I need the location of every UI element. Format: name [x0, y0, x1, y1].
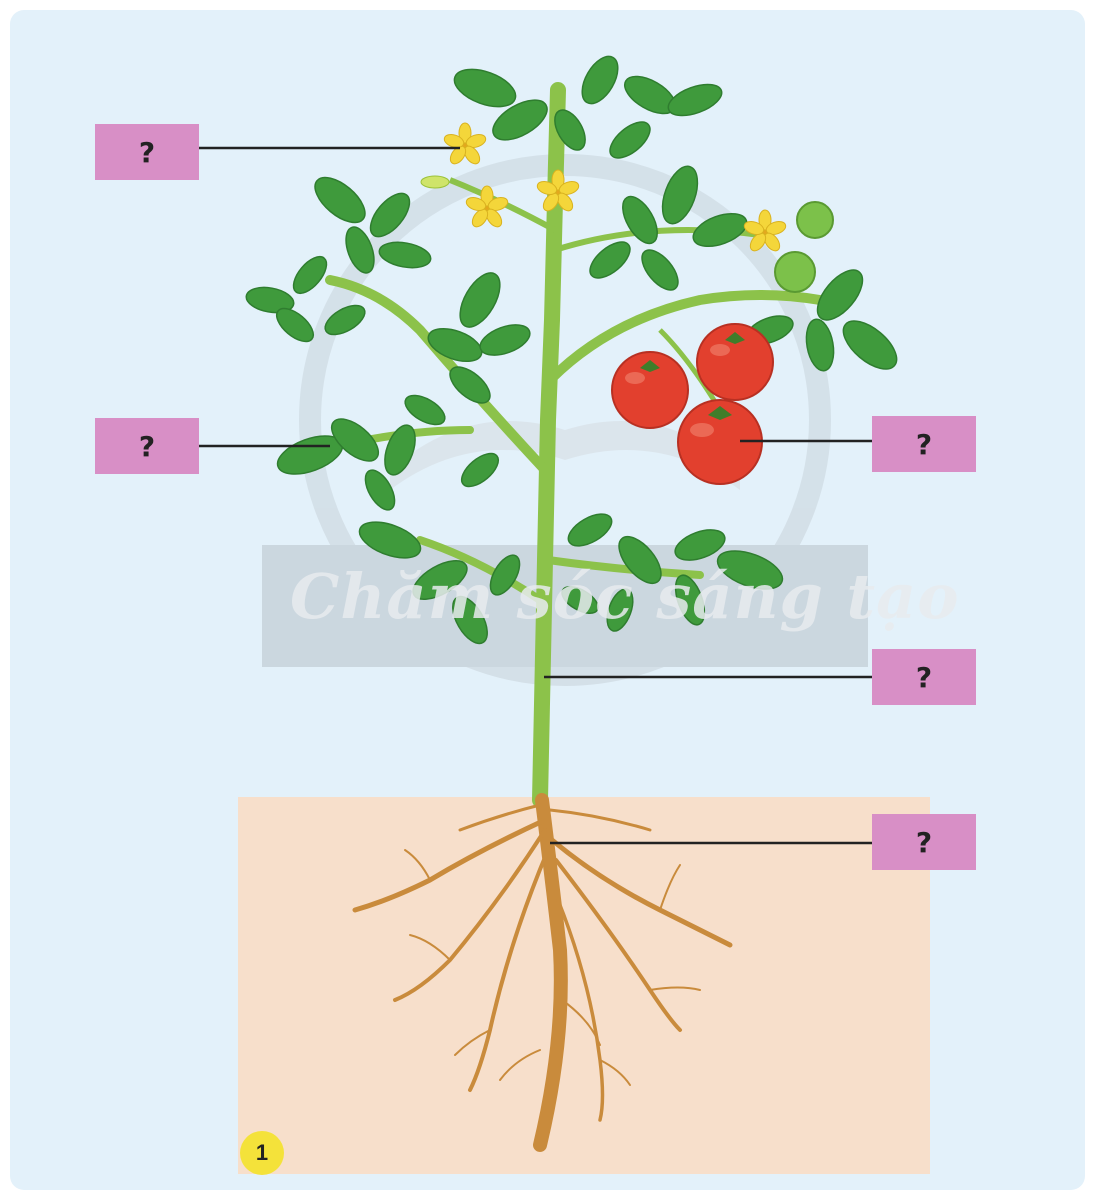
- soil-area: [238, 797, 930, 1174]
- figure-number-badge: 1: [240, 1131, 284, 1175]
- ripe-tomatoes: [612, 324, 773, 484]
- label-box-fruit[interactable]: ?: [872, 416, 976, 472]
- label-box-root[interactable]: ?: [872, 814, 976, 870]
- label-box-stem[interactable]: ?: [872, 649, 976, 705]
- unripe-tomatoes: [775, 202, 833, 292]
- watermark-text: Chăm sóc sáng tạo: [290, 560, 960, 633]
- label-box-flower[interactable]: ?: [95, 124, 199, 180]
- label-box-leaf[interactable]: ?: [95, 418, 199, 474]
